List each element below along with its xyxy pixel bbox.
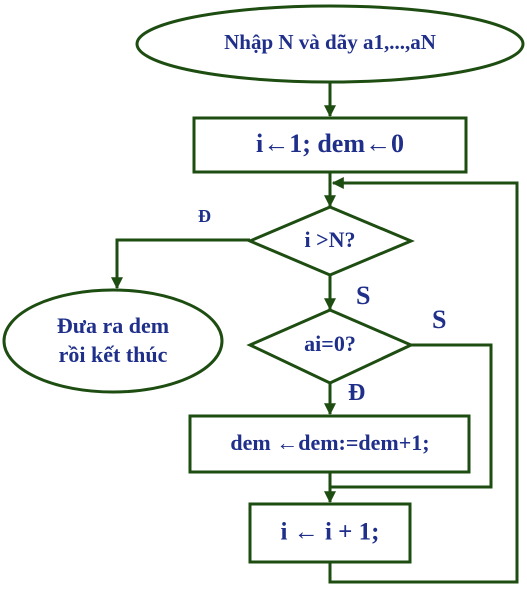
edge-conda-merge bbox=[330, 343, 493, 489]
start-node: Nhập N và dãy a1,...,aN bbox=[135, 4, 525, 84]
count-node: dem ←dem:=dem+1; bbox=[188, 414, 471, 474]
init-label: i←1; dem←0 bbox=[256, 129, 404, 158]
output-node: Đưa ra dem rồi kết thúc bbox=[2, 288, 224, 394]
edge-condn-output bbox=[111, 238, 250, 290]
edge-label-condn-no: S bbox=[356, 281, 370, 310]
start-label: Nhập N và dãy a1,...,aN bbox=[224, 30, 436, 54]
output-ellipse bbox=[2, 288, 224, 394]
start-ellipse bbox=[135, 4, 525, 84]
count-box bbox=[188, 414, 471, 474]
init-node: i←1; dem←0 bbox=[192, 116, 468, 174]
decision-a-diamond bbox=[246, 308, 415, 385]
decision-a-label: ai=0? bbox=[304, 331, 356, 356]
decision-n-label: i >N? bbox=[304, 227, 355, 252]
edge-loop-back bbox=[328, 177, 519, 584]
output-label-line2: rồi kết thúc bbox=[59, 342, 168, 367]
output-label-line1: Đưa ra dem bbox=[57, 313, 169, 338]
init-box bbox=[192, 116, 468, 174]
count-label: dem ←dem:=dem+1; bbox=[230, 430, 429, 455]
decision-n-node: i >N? bbox=[246, 205, 415, 277]
edge-label-conda-yes: Đ bbox=[348, 380, 365, 406]
increment-node: i ← i + 1; bbox=[248, 502, 412, 564]
edge-label-conda-no: S bbox=[432, 305, 446, 334]
decision-n-diamond bbox=[246, 205, 415, 277]
increment-box bbox=[248, 502, 412, 564]
decision-a-node: ai=0? bbox=[246, 308, 415, 385]
increment-label: i ← i + 1; bbox=[281, 519, 380, 546]
edge-label-condn-yes: Đ bbox=[198, 206, 211, 226]
